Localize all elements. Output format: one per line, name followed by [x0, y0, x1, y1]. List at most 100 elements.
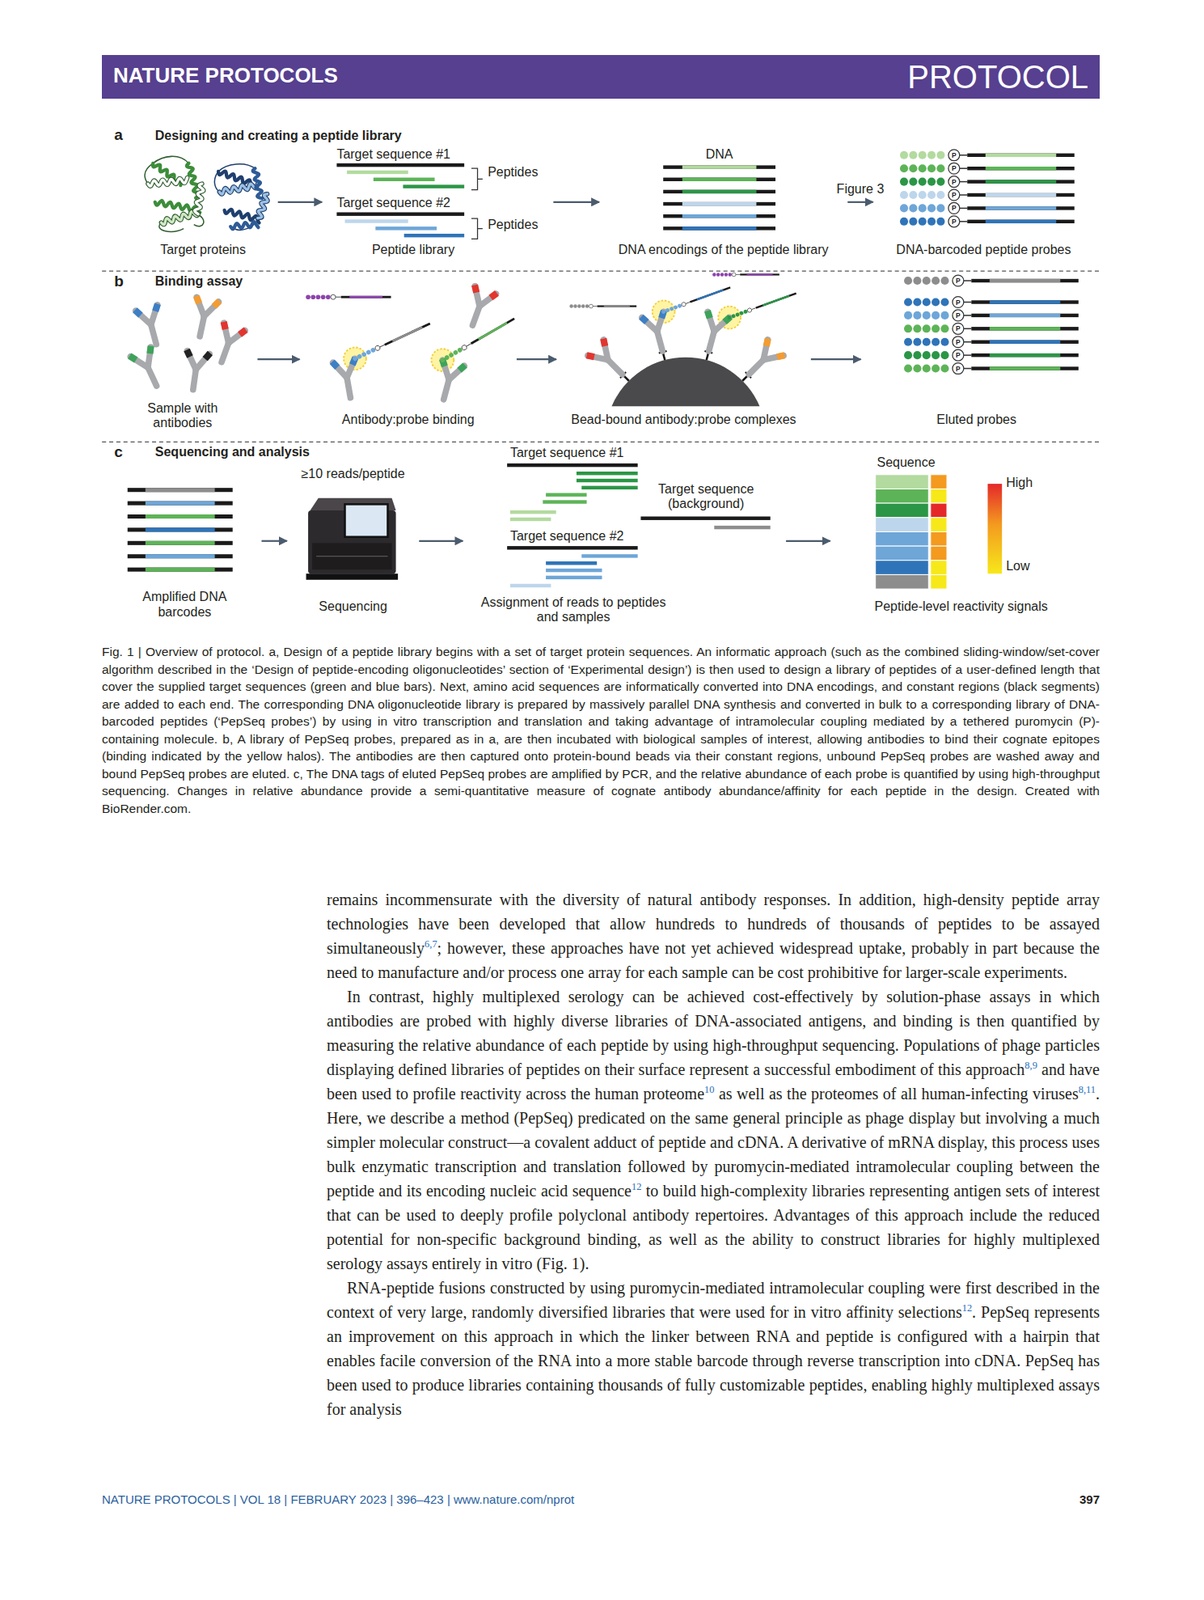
- puromycin-circle: [680, 301, 687, 308]
- antigen-binding-tip: [332, 360, 338, 368]
- linker: [959, 167, 968, 169]
- amino-acid: [728, 272, 732, 276]
- helix-outline: [147, 177, 189, 187]
- signal-cell: [930, 488, 947, 503]
- amino-acid: [712, 272, 716, 276]
- amino-acid: [904, 350, 913, 360]
- antibody: [740, 338, 785, 383]
- constant-region: [967, 193, 1074, 197]
- journal-name: NATURE PROTOCOLS: [113, 63, 338, 89]
- peptide-probe: [904, 309, 1079, 322]
- flow-arrow: [261, 540, 287, 542]
- amino-acid: [321, 294, 326, 300]
- puromycin-symbol: P: [953, 298, 964, 307]
- peptide-bar: [373, 177, 436, 182]
- peptide-probe: [904, 349, 1079, 361]
- antigen-binding-tip: [490, 291, 498, 300]
- amino-acid: [940, 337, 949, 347]
- constant-region: [597, 304, 638, 307]
- sequencing-read: [510, 517, 551, 521]
- signal-cell: [930, 560, 947, 575]
- amino-acid: [927, 177, 936, 186]
- antibody: [129, 346, 168, 392]
- amino-acid: [931, 337, 940, 347]
- amino-acid: [365, 349, 372, 356]
- variable-region: [985, 193, 1057, 197]
- sequence-cell: [875, 488, 930, 503]
- process-step: Eluted probes: [863, 275, 1090, 440]
- panel-heading: Designing and creating a peptide library: [155, 128, 402, 144]
- antigen-binding-tip: [763, 338, 771, 347]
- amino-acid: [665, 307, 671, 313]
- sequencing-read: [510, 510, 557, 514]
- linker: [379, 344, 385, 347]
- protein-bead: [611, 357, 760, 407]
- protein-helix: [252, 168, 263, 199]
- helix-ribbon: [147, 177, 189, 187]
- puromycin-circle: [948, 176, 960, 188]
- variable-region: [989, 326, 1061, 330]
- amino-acid: [927, 203, 936, 212]
- antibody: [641, 310, 675, 355]
- linker: [963, 279, 972, 282]
- helix-outline: [256, 193, 271, 220]
- amino-acid: [931, 297, 940, 306]
- reference-number: 12: [631, 1180, 642, 1192]
- variable-region: [145, 501, 216, 506]
- signal-cell: [930, 474, 947, 490]
- protein-loop: [144, 156, 204, 232]
- panel-letter: a: [114, 126, 123, 144]
- linker: [959, 207, 968, 210]
- flow-arrow: [785, 540, 831, 542]
- sequencing-read: [510, 583, 551, 588]
- linker: [959, 154, 968, 157]
- protein-helix: [230, 221, 259, 230]
- amino-acid: [940, 324, 949, 333]
- figure-label: Assignment of reads to peptides and samp…: [473, 595, 673, 626]
- panel-heading: Binding assay: [155, 274, 243, 289]
- figure-label: Target sequence #2: [336, 195, 451, 211]
- amino-acid: [922, 337, 931, 347]
- amino-acid: [912, 324, 921, 333]
- variable-region: [682, 190, 757, 194]
- amino-acid: [668, 306, 674, 312]
- constant-region: [971, 366, 1078, 370]
- variable-region: [682, 214, 757, 218]
- constant-region: [127, 501, 233, 506]
- panel-letter: c: [114, 443, 123, 461]
- peptide-bar: [404, 233, 465, 237]
- figure-label: Sequence: [865, 455, 947, 470]
- protein-structure: [214, 164, 270, 231]
- amino-acid: [936, 190, 945, 199]
- variable-region: [477, 321, 508, 341]
- flow-arrow: [553, 201, 600, 203]
- puromycin-symbol: P: [953, 276, 964, 285]
- peptide-probe: [904, 363, 1079, 375]
- amino-acid: [918, 190, 927, 199]
- figure-label: Target sequence (background): [644, 481, 767, 512]
- antigen-binding-tip: [587, 352, 595, 360]
- amino-acid: [912, 337, 921, 347]
- target-sequence-bar: [336, 211, 465, 216]
- process-step: Target sequence #1 Peptides Target sequenc…: [324, 144, 551, 268]
- variable-region: [989, 278, 1061, 283]
- variable-region: [145, 553, 216, 558]
- peptide-probe: [569, 304, 637, 309]
- process-step: DNADNA encodings of the peptide library: [601, 144, 845, 268]
- figure-label: Peptides: [487, 217, 538, 233]
- puromycin-circle: [948, 215, 960, 228]
- amino-acid: [922, 363, 931, 372]
- variable-region: [349, 295, 383, 299]
- sequencing-read: [545, 575, 602, 579]
- sequencing-read: [713, 525, 770, 529]
- constant-region: [127, 487, 233, 492]
- figure-label: Target sequence #1: [336, 147, 451, 162]
- amino-acid: [927, 151, 936, 160]
- antibody-arm: [203, 299, 219, 319]
- constant-region: [689, 286, 731, 303]
- sequence-cell: [875, 517, 930, 533]
- figure-label: Amplified DNA barcodes: [123, 589, 246, 620]
- signal-cell: [930, 517, 947, 533]
- amino-acid: [912, 311, 921, 320]
- figure-panel: cSequencing and analysisAmplified DNA ba…: [101, 440, 1100, 630]
